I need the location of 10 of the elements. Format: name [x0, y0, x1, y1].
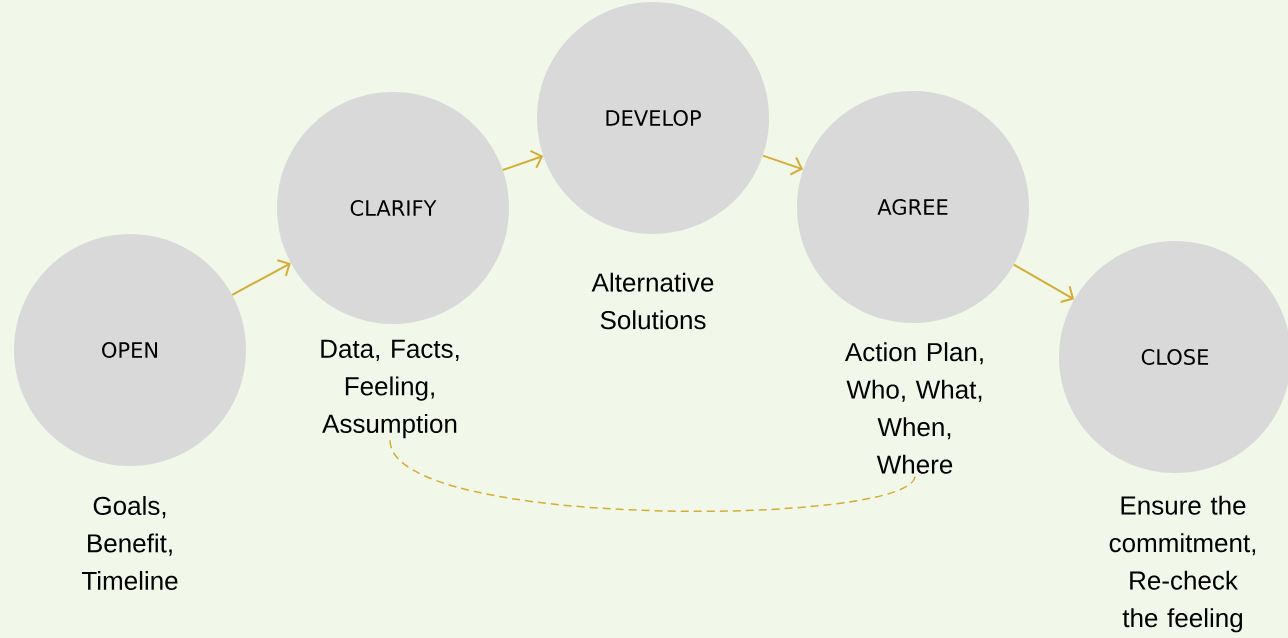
arrow	[761, 154, 804, 176]
description-text: Alternative Solutions	[591, 272, 714, 330]
arrow	[501, 149, 544, 171]
description-text: Ensure the commitment, Re-check the feeling	[1109, 495, 1256, 633]
arrow	[231, 259, 291, 296]
dashed-curve	[389, 439, 916, 512]
description-text: Action Plan, Who, What, When, Where	[844, 342, 983, 474]
description-text: Data, Facts, Feeling, Assumption	[321, 339, 459, 439]
description-text: Goals, Benefit, Timeline	[81, 495, 178, 591]
arrow	[1012, 263, 1075, 303]
